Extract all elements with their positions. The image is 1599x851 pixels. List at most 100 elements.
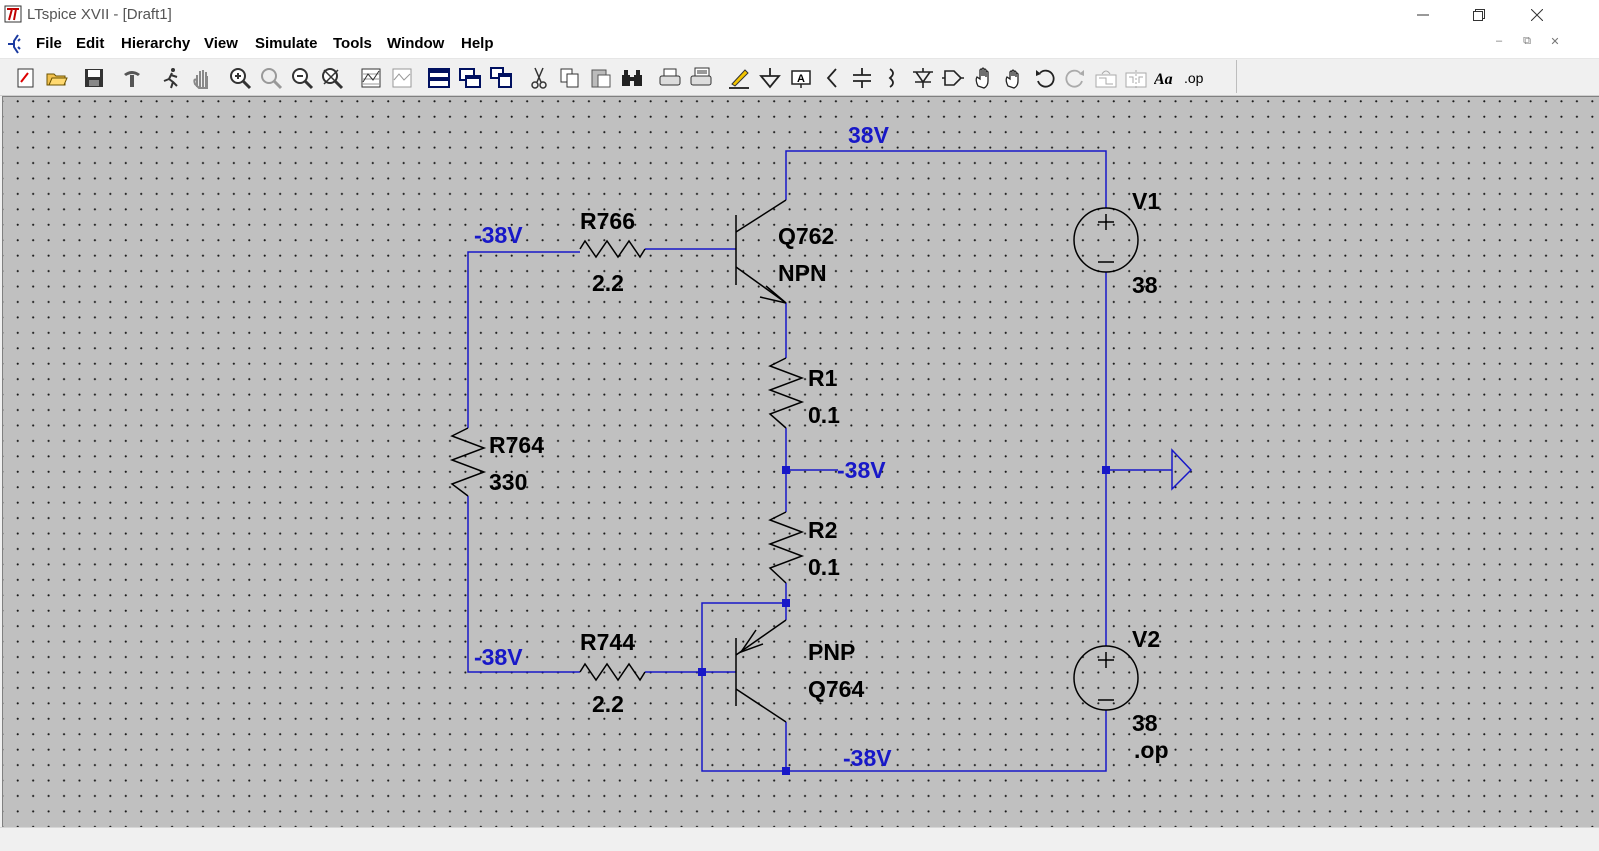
components	[449, 199, 1139, 723]
resistor-r1[interactable]	[767, 357, 805, 429]
print-icon	[659, 68, 681, 86]
menu-file[interactable]: File	[36, 35, 62, 52]
menu-tools[interactable]: Tools	[333, 35, 372, 52]
r744-value[interactable]: 2.2	[592, 691, 624, 717]
copy-button[interactable]	[558, 66, 582, 90]
ground-button[interactable]	[758, 66, 782, 90]
net-label-r744-left[interactable]: -38V	[474, 644, 523, 670]
open-button[interactable]	[45, 66, 69, 90]
transistor-q764[interactable]	[735, 619, 787, 723]
restore-button[interactable]	[1456, 0, 1502, 30]
resistor-r744[interactable]	[579, 662, 646, 682]
cut-button[interactable]	[527, 66, 551, 90]
r2-name[interactable]: R2	[808, 517, 837, 543]
paste-button[interactable]	[589, 66, 613, 90]
drag-button[interactable]	[1002, 66, 1026, 90]
print-button[interactable]	[658, 66, 682, 90]
close-button[interactable]	[1514, 0, 1560, 30]
save-icon	[85, 69, 103, 87]
halt-button[interactable]	[190, 66, 214, 90]
waveform-button[interactable]	[390, 66, 414, 90]
tile-horizontal-button[interactable]	[427, 66, 451, 90]
q762-name[interactable]: Q762	[778, 223, 834, 249]
ground-arrow-icon[interactable]	[1171, 448, 1193, 491]
label-net-button[interactable]: A	[789, 66, 813, 90]
v2-name[interactable]: V2	[1132, 626, 1160, 652]
net-label-r766-left[interactable]: -38V	[474, 222, 523, 248]
v2-value[interactable]: 38	[1132, 710, 1158, 736]
new-schematic-button[interactable]	[14, 66, 38, 90]
zoom-fit-icon	[322, 68, 344, 90]
r1-name[interactable]: R1	[808, 365, 838, 391]
capacitor-button[interactable]	[850, 66, 874, 90]
resistor-button[interactable]	[820, 66, 844, 90]
zoom-pan-button[interactable]	[259, 66, 283, 90]
q764-name[interactable]: Q764	[808, 676, 864, 702]
component-button[interactable]	[941, 66, 965, 90]
rotate-button[interactable]	[1094, 66, 1118, 90]
restore-icon	[1473, 9, 1485, 21]
cascade-button[interactable]	[489, 66, 513, 90]
zoom-out-button[interactable]	[290, 66, 314, 90]
run-button[interactable]	[159, 66, 183, 90]
q764-model[interactable]: PNP	[808, 639, 855, 665]
net-label-top[interactable]: 38V	[848, 122, 890, 148]
minimize-button[interactable]	[1400, 0, 1446, 30]
menu-simulate[interactable]: Simulate	[255, 35, 318, 52]
v1-name[interactable]: V1	[1132, 188, 1160, 214]
junction-q764-emitter	[782, 599, 790, 607]
r766-name[interactable]: R766	[580, 208, 635, 234]
menu-window[interactable]: Window	[387, 35, 445, 52]
spice-directive[interactable]: .op	[1134, 737, 1169, 763]
undo-button[interactable]	[1033, 66, 1057, 90]
net-label-bottom[interactable]: -38V	[843, 745, 892, 771]
zoom-in-button[interactable]	[228, 66, 252, 90]
save-button[interactable]	[82, 66, 106, 90]
resistor-icon	[826, 68, 837, 88]
spice-directive-button[interactable]: .op	[1184, 66, 1208, 90]
schematic-doc-icon[interactable]	[6, 33, 26, 55]
resistor-r764[interactable]	[449, 427, 487, 497]
print-preview-button[interactable]	[689, 66, 713, 90]
mdi-close-button[interactable]: ✕	[1550, 36, 1560, 48]
wire-bottom-rail[interactable]	[701, 602, 1107, 772]
move-button[interactable]	[972, 66, 996, 90]
menu-view[interactable]: View	[204, 35, 238, 52]
zoom-fit-button[interactable]	[320, 66, 344, 90]
text-button[interactable]: Aa	[1154, 66, 1178, 90]
autorange-button[interactable]	[359, 66, 383, 90]
transistor-q762[interactable]	[735, 199, 787, 304]
menu-help[interactable]: Help	[461, 35, 494, 52]
mdi-minimize-button[interactable]: –	[1495, 35, 1503, 47]
resistor-r766[interactable]	[579, 239, 646, 259]
ltspice-app-icon[interactable]	[4, 5, 22, 23]
autorange-icon	[361, 68, 381, 88]
diode-button[interactable]	[911, 66, 935, 90]
q762-model[interactable]: NPN	[778, 260, 827, 286]
menu-hierarchy[interactable]: Hierarchy	[121, 35, 191, 52]
wire-r766-left[interactable]	[467, 251, 580, 428]
wire-top-rail[interactable]	[785, 150, 1107, 208]
mdi-restore-button[interactable]: ⧉	[1523, 35, 1531, 47]
v1-value[interactable]: 38	[1132, 272, 1158, 298]
draw-wire-button[interactable]	[727, 66, 751, 90]
r744-name[interactable]: R744	[580, 629, 635, 655]
r766-value[interactable]: 2.2	[592, 270, 624, 296]
find-button[interactable]	[620, 66, 644, 90]
redo-button[interactable]	[1063, 66, 1087, 90]
tile-vertical-button[interactable]	[458, 66, 482, 90]
voltage-source-v1[interactable]	[1073, 207, 1139, 273]
control-panel-button[interactable]	[120, 66, 144, 90]
r1-value[interactable]: 0.1	[808, 402, 840, 428]
inductor-button[interactable]	[880, 66, 904, 90]
wire-r744-left[interactable]	[467, 496, 580, 673]
menu-edit[interactable]: Edit	[76, 35, 105, 52]
r764-value[interactable]: 330	[489, 469, 527, 495]
mirror-button[interactable]	[1124, 66, 1148, 90]
net-label-mid[interactable]: -38V	[837, 457, 886, 483]
schematic-canvas[interactable]	[2, 96, 1599, 827]
voltage-source-v2[interactable]	[1073, 645, 1139, 711]
r764-name[interactable]: R764	[489, 432, 544, 458]
r2-value[interactable]: 0.1	[808, 554, 840, 580]
resistor-r2[interactable]	[767, 511, 805, 584]
